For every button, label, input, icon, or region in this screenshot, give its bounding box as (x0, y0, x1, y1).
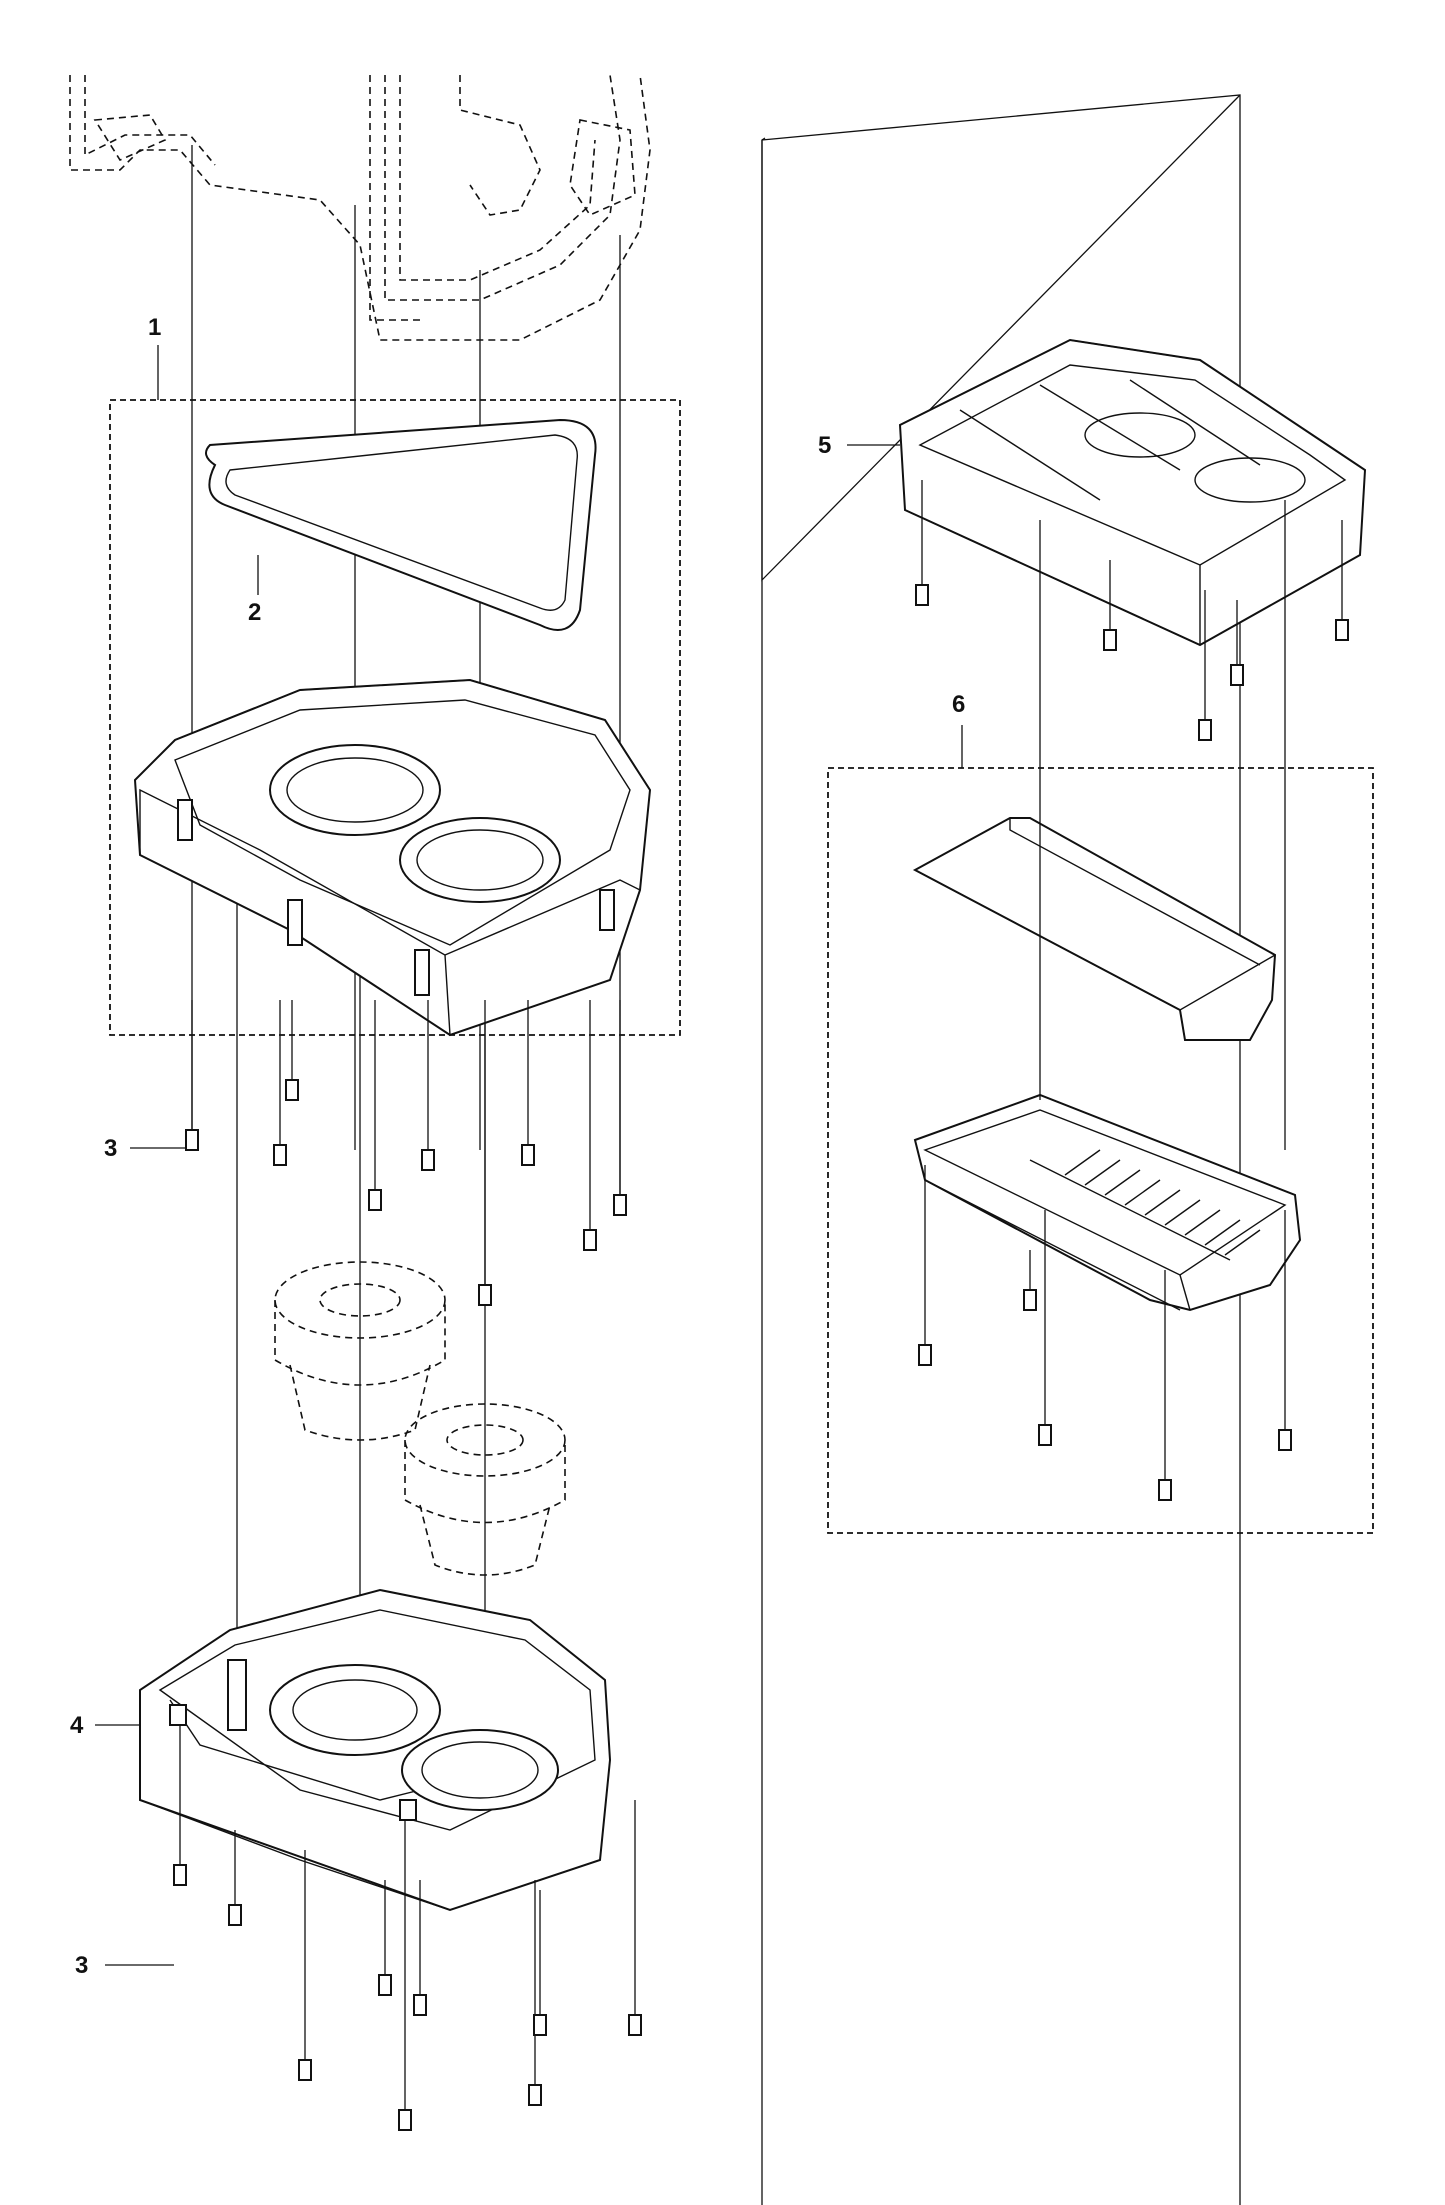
kit-frame-1 (109, 399, 681, 1036)
screw (285, 1000, 299, 1101)
part-5-tray (898, 338, 1367, 647)
part-4-lower-housing (139, 1588, 612, 1912)
callout-5: 5 (818, 432, 831, 459)
kit-frame-6 (827, 767, 1374, 1534)
motor-left (274, 1261, 446, 1441)
screw (628, 1800, 642, 2036)
callout-2: 2 (248, 599, 261, 626)
screws-part-1 (185, 1000, 627, 1306)
part-2-gasket (205, 418, 597, 631)
callout-labels: 1 2 3 4 3 5 6 (70, 314, 965, 1979)
screw (368, 1000, 382, 1211)
screws-part-5 (915, 480, 1349, 760)
screw (228, 1830, 242, 1926)
screw (273, 1000, 287, 1166)
screw (413, 1880, 427, 2016)
screw (173, 1725, 187, 1886)
screw (185, 1000, 199, 1151)
screw (613, 1000, 627, 1216)
screw (528, 1880, 542, 2106)
screw (421, 1000, 435, 1171)
motor-right (404, 1403, 566, 1576)
screw (478, 1000, 492, 1306)
screw (1230, 600, 1244, 686)
screw (1335, 520, 1349, 641)
screw (533, 1890, 547, 2036)
screw (1158, 1270, 1172, 1501)
screw (918, 1165, 932, 1366)
screw (1023, 1250, 1037, 1311)
screw (1198, 590, 1212, 741)
screw (915, 480, 929, 606)
callout-4: 4 (70, 1712, 84, 1739)
screw (521, 1000, 535, 1166)
callout-3-upper: 3 (104, 1135, 117, 1162)
callout-leaders (95, 345, 963, 1966)
callout-1: 1 (148, 314, 161, 341)
screw (583, 1000, 597, 1251)
screw (1038, 1210, 1052, 1446)
screw (298, 1850, 312, 2081)
part-6-lid (912, 817, 1277, 1041)
screws-part-6 (918, 760, 1292, 1501)
screws-part-4 (173, 1725, 642, 2131)
screw (378, 1880, 392, 1996)
screw (1278, 1210, 1292, 1451)
screw (398, 1820, 412, 2131)
reference-assembly-dashed (69, 74, 651, 341)
callout-6: 6 (952, 691, 965, 718)
part-6-tray (913, 1093, 1302, 1312)
callout-3-lower: 3 (75, 1952, 88, 1979)
screw (1103, 560, 1117, 651)
part-1-upper-housing (133, 678, 652, 1037)
